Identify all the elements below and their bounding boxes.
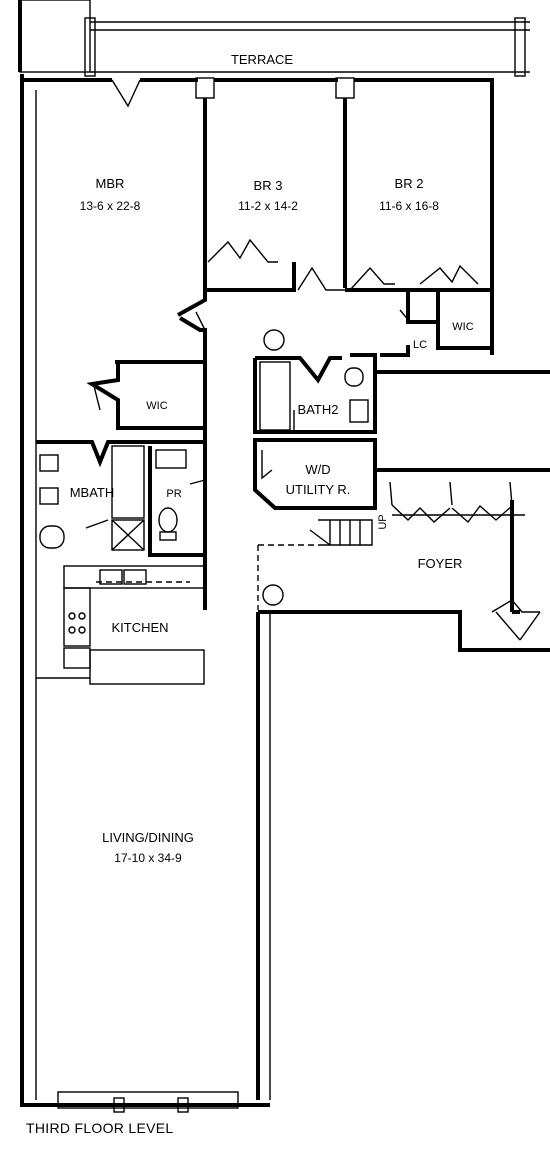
wic-br2-label: WIC [452,321,473,333]
terrace-area [18,0,530,77]
mbath-label: MBATH [70,485,115,500]
living-size: 17-10 x 34-9 [114,851,182,865]
mbr-size: 13-6 x 22-8 [80,199,141,213]
foyer-room: FOYER [257,544,550,652]
up-label: UP [377,514,389,529]
terrace-label: TERRACE [231,52,293,67]
wd-label: W/D [305,462,330,477]
mbr-wic: WIC [86,360,205,430]
kitchen-label: KITCHEN [111,620,168,635]
utility-label: UTILITY R. [286,482,351,497]
right-wing-walls [375,370,550,614]
mbath-pr: MBATH PR [36,440,206,557]
utility-room: W/D UTILITY R. [253,438,550,510]
mbr-room: MBR 13-6 x 22-8 [80,79,207,610]
wic-mbr-label: WIC [146,400,167,412]
mbr-label: MBR [96,176,125,191]
pr-label: PR [166,488,181,500]
living-label: LIVING/DINING [102,830,194,845]
living-dining-room: LIVING/DINING 17-10 x 34-9 [36,612,271,1113]
lc-label: LC [413,339,427,351]
br2-size: 11-6 x 16-8 [379,199,439,213]
bath2-room: BATH2 [253,329,377,434]
foyer-label: FOYER [418,556,463,571]
br3-size: 11-2 x 14-2 [238,199,298,213]
stairs: UP [309,514,389,546]
br3-label: BR 3 [254,178,283,193]
br2-room: BR 2 11-6 x 16-8 WIC LC [345,176,490,357]
kitchen-room: KITCHEN [63,555,207,685]
floor-level-title: THIRD FLOOR LEVEL [26,1120,174,1136]
br3-room: BR 3 11-2 x 14-2 [205,98,347,292]
br2-label: BR 2 [395,176,424,191]
bath2-label: BATH2 [298,402,339,417]
